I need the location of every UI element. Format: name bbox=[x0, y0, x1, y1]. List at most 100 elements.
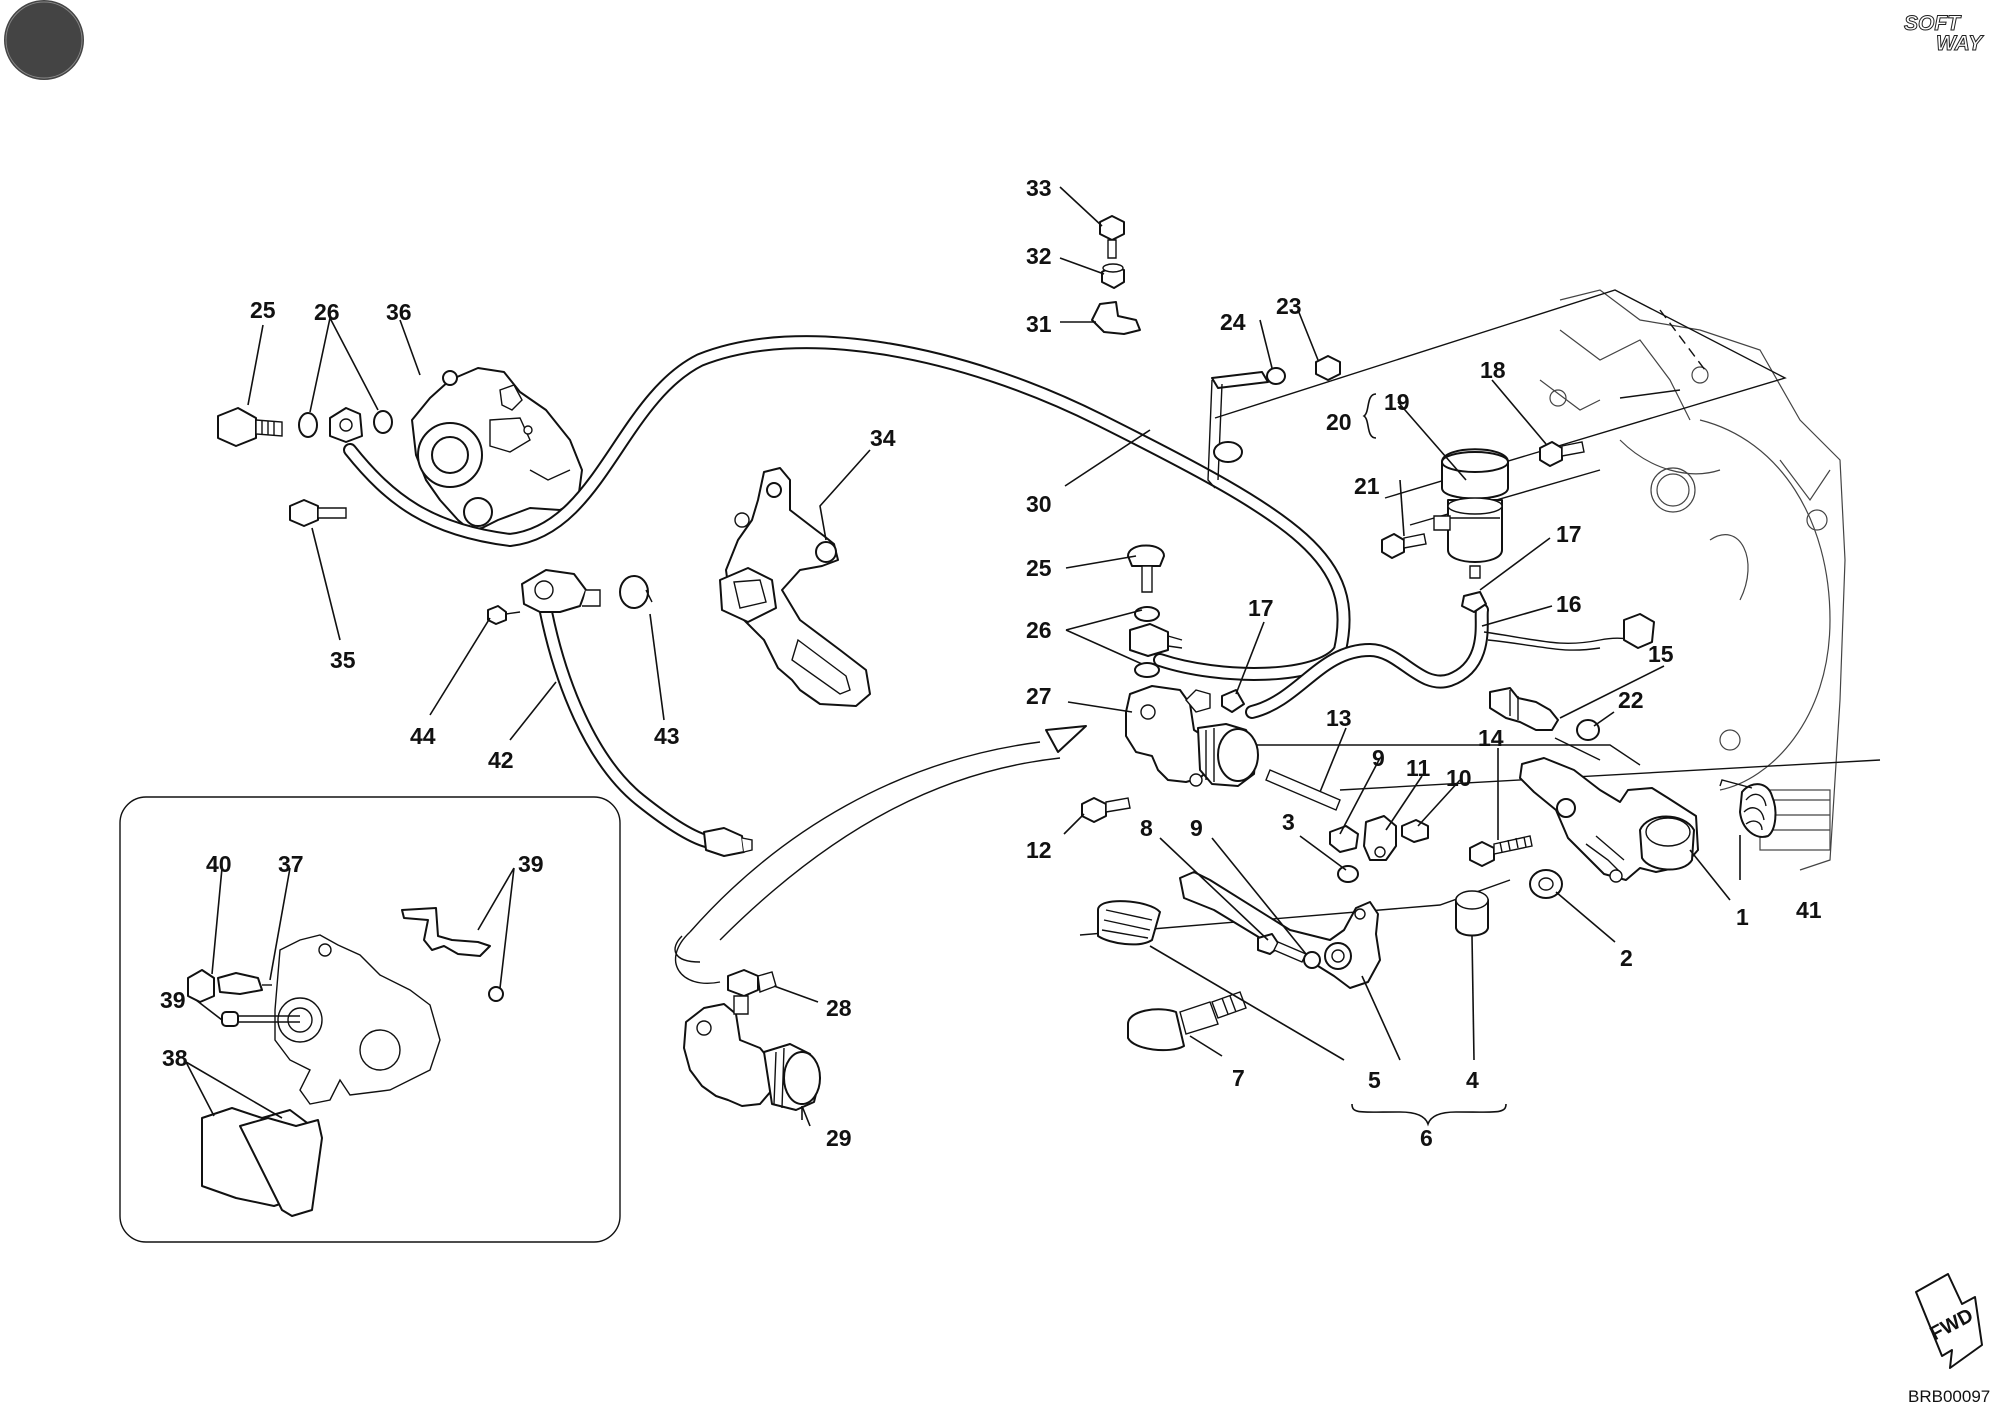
callout-24: 24 bbox=[1220, 309, 1246, 335]
callout-27: 27 bbox=[1026, 683, 1052, 709]
brake-caliper bbox=[411, 367, 583, 531]
callout-17-upper: 17 bbox=[1556, 521, 1582, 547]
washer-caliper-2 bbox=[373, 410, 393, 434]
callout-28: 28 bbox=[826, 995, 852, 1021]
washer-24 bbox=[1266, 367, 1286, 385]
softway-logo: SOFT WAY bbox=[1900, 8, 1996, 58]
callout-8: 8 bbox=[1140, 815, 1153, 841]
pedal-rubber bbox=[1097, 900, 1161, 946]
footrest-bolt-14 bbox=[1469, 835, 1533, 867]
callout-14: 14 bbox=[1478, 725, 1504, 751]
callout-12: 12 bbox=[1026, 837, 1052, 863]
hose-clip-lower bbox=[1221, 689, 1245, 713]
callout-9-lower: 9 bbox=[1190, 815, 1203, 841]
caliper-bolt bbox=[289, 499, 347, 527]
footrest-bracket bbox=[1519, 757, 1699, 883]
callout-37: 37 bbox=[278, 851, 304, 877]
pedal-washer-9 bbox=[1303, 951, 1321, 969]
stop-light-switch bbox=[1489, 687, 1559, 731]
nut-23 bbox=[1315, 355, 1341, 381]
callout-18: 18 bbox=[1480, 357, 1506, 383]
switch-connector bbox=[1623, 613, 1655, 649]
washer-caliper-1 bbox=[298, 412, 318, 438]
hose-clip-bracket bbox=[1207, 371, 1269, 489]
hose-clip-upper bbox=[1461, 591, 1487, 613]
reservoir-screw bbox=[1381, 533, 1427, 559]
callout-42: 42 bbox=[488, 747, 514, 773]
callout-4: 4 bbox=[1466, 1067, 1479, 1093]
return-spring bbox=[1719, 779, 1777, 838]
callout-40: 40 bbox=[206, 851, 232, 877]
callout-19: 19 bbox=[1384, 389, 1410, 415]
callout-9-upper: 9 bbox=[1372, 745, 1385, 771]
brake-pedal bbox=[1179, 871, 1381, 989]
callout-labels: 1 2 3 4 5 6 7 8 9 9 10 11 12 13 14 15 16… bbox=[160, 175, 1822, 1151]
callout-43: 43 bbox=[654, 723, 680, 749]
detail-pointer-arrow bbox=[674, 725, 1087, 984]
callout-26-master: 26 bbox=[1026, 617, 1052, 643]
forward-arrow-icon: FWD bbox=[1915, 1273, 1983, 1369]
caliper-bracket bbox=[719, 467, 871, 707]
callout-41: 41 bbox=[1796, 897, 1822, 923]
spacer-32 bbox=[1101, 263, 1125, 289]
callout-38: 38 bbox=[162, 1045, 188, 1071]
leader-lines bbox=[185, 186, 1741, 1127]
callout-15: 15 bbox=[1648, 641, 1674, 667]
callout-10: 10 bbox=[1446, 765, 1472, 791]
callout-21: 21 bbox=[1354, 473, 1380, 499]
callout-20: 20 bbox=[1326, 409, 1352, 435]
switch-cable-15 bbox=[1483, 631, 1641, 651]
callout-25-caliper: 25 bbox=[250, 297, 276, 323]
reservoir-mount-screw bbox=[1539, 441, 1585, 467]
brand-top-text: SOFT bbox=[1904, 12, 1962, 35]
callout-26-caliper: 26 bbox=[314, 299, 340, 325]
washer-master-1 bbox=[1134, 606, 1160, 622]
callout-33: 33 bbox=[1026, 175, 1052, 201]
screw-33 bbox=[1099, 215, 1125, 259]
callout-1: 1 bbox=[1736, 904, 1749, 930]
drawing-code: BRB00097 bbox=[1908, 1387, 1990, 1406]
abs-sensor bbox=[521, 569, 653, 613]
master-cylinder-detail bbox=[683, 969, 821, 1111]
callout-13: 13 bbox=[1326, 705, 1352, 731]
callout-32: 32 bbox=[1026, 243, 1052, 269]
callout-35: 35 bbox=[330, 647, 356, 673]
master-cylinder-bolt bbox=[1081, 797, 1131, 823]
callout-22: 22 bbox=[1618, 687, 1644, 713]
callout-36: 36 bbox=[386, 299, 412, 325]
engine-case-outline bbox=[1539, 289, 1846, 871]
callout-25-master: 25 bbox=[1026, 555, 1052, 581]
callout-11: 11 bbox=[1406, 755, 1431, 781]
clevis-pin-10 bbox=[1401, 819, 1429, 843]
banjo-fitting-master bbox=[1129, 623, 1183, 657]
callout-39-upper: 39 bbox=[518, 851, 544, 877]
callout-31: 31 bbox=[1026, 311, 1052, 337]
callout-34: 34 bbox=[870, 425, 896, 451]
push-rod bbox=[1265, 769, 1341, 811]
callout-3: 3 bbox=[1282, 809, 1295, 835]
sensor-screw bbox=[487, 605, 521, 625]
washer-22 bbox=[1576, 719, 1600, 741]
pedal-bushing bbox=[1455, 890, 1489, 937]
master-cylinder bbox=[1125, 685, 1259, 787]
callout-16: 16 bbox=[1556, 591, 1582, 617]
banjo-fitting-caliper bbox=[329, 407, 363, 443]
reservoir-hose-16 bbox=[1245, 603, 1489, 719]
callout-5: 5 bbox=[1368, 1067, 1381, 1093]
brand-bottom-text: WAY bbox=[1936, 32, 1984, 55]
reference-lines bbox=[1079, 289, 1881, 936]
banjo-bolt-master bbox=[1127, 544, 1165, 593]
callout-7: 7 bbox=[1232, 1065, 1245, 1091]
brake-fluid-reservoir bbox=[1433, 448, 1509, 579]
corner-disc-logo bbox=[4, 0, 84, 80]
callout-17-lower: 17 bbox=[1248, 595, 1274, 621]
hose-clamp-31 bbox=[1091, 301, 1141, 335]
pedal-pin-8 bbox=[1257, 933, 1307, 963]
callout-29: 29 bbox=[826, 1125, 852, 1151]
sensor-cable-42 bbox=[539, 605, 717, 849]
inset-detail-box bbox=[119, 796, 621, 1243]
washer-master-2 bbox=[1134, 662, 1160, 678]
sensor-connector bbox=[703, 827, 753, 857]
callout-44: 44 bbox=[410, 723, 436, 749]
